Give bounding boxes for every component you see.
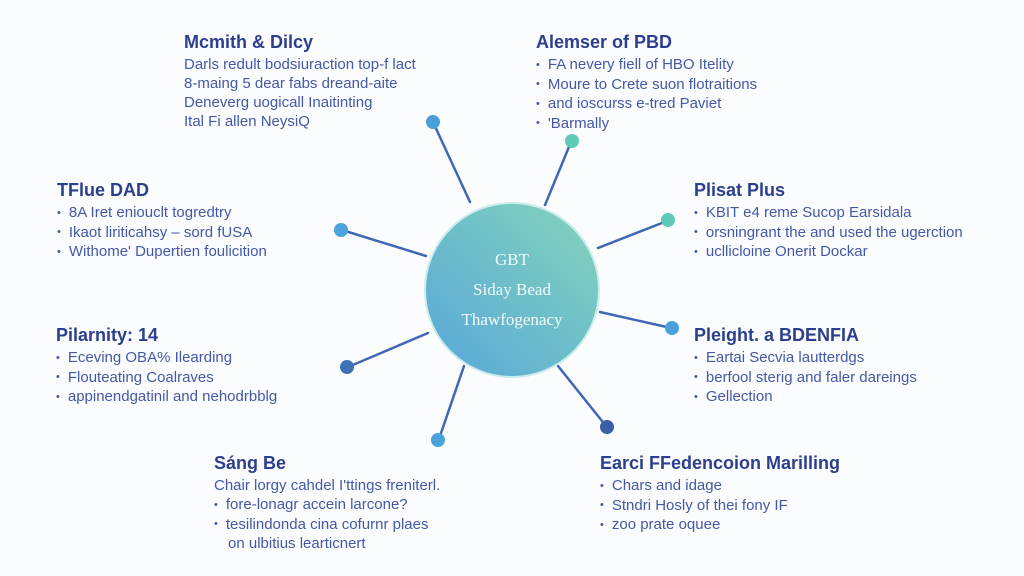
block-line: zoo prate oquee bbox=[600, 515, 840, 535]
node-dot bbox=[665, 321, 679, 335]
block-upper-right: Plisat Plus KBIT e4 reme Sucop Earsidala… bbox=[694, 178, 963, 262]
block-line: Withome' Dupertien foulicition bbox=[57, 242, 267, 262]
block-line: Darls redult bodsiuraction top-f lact bbox=[184, 56, 416, 73]
connector-lower-left bbox=[346, 331, 430, 369]
block-line: FA nevery fiell of HBO Itelity bbox=[536, 55, 757, 75]
block-line: Gellection bbox=[694, 387, 917, 407]
block-title: Pilarnity: 14 bbox=[56, 325, 159, 345]
block-title: Pleight. a BDENFIA bbox=[694, 325, 860, 345]
block-title: TFlue DAD bbox=[57, 180, 149, 200]
block-line: berfool sterig and faler dareings bbox=[694, 368, 917, 388]
block-line: KBIT e4 reme Sucop Earsidala bbox=[694, 203, 963, 223]
block-line: orsningrant the and used the ugerction bbox=[694, 223, 963, 243]
block-title: Earci FFedencoion Marilling bbox=[600, 453, 841, 473]
block-line: appinendgatinil and nehodrbblg bbox=[56, 387, 277, 407]
block-upper-left: TFlue DAD 8A Iret eniouclt togredtry Ika… bbox=[57, 178, 267, 262]
connector-top-left bbox=[431, 120, 472, 204]
block-bottom-left: Sáng Be Chair lorgy cahdel I'ttings fre… bbox=[214, 451, 440, 554]
node-dot bbox=[334, 223, 348, 237]
block-line: 8A Iret eniouclt togredtry bbox=[57, 203, 267, 223]
block-title: Sáng Be bbox=[214, 453, 287, 473]
hub-line: Thawfogenacy bbox=[461, 310, 563, 329]
block-line: Flouteating Coalraves bbox=[56, 368, 277, 388]
node-dot bbox=[600, 420, 614, 434]
connector-bottom-left bbox=[437, 364, 466, 441]
node-dot bbox=[340, 360, 354, 374]
block-intro: Chair lorgy cahdel I'ttings freniterl. bbox=[214, 477, 441, 494]
block-line: Deneverg uogicall Inaitinting bbox=[184, 94, 373, 111]
node-dot bbox=[431, 433, 445, 447]
block-top-left: Mcmith & Dilcy Darls redult bodsiuractio… bbox=[184, 30, 416, 131]
block-line: Moure to Crete suon flotraitions bbox=[536, 75, 757, 95]
node-dot bbox=[426, 115, 440, 129]
connector-upper-left bbox=[340, 228, 428, 258]
connector-lower-right bbox=[598, 310, 673, 330]
central-hub: GBT Siday Bead Thawfogenacy bbox=[424, 202, 600, 378]
block-line: Chars and idage bbox=[600, 476, 840, 496]
block-top-right: Alemser of PBD FA nevery fiell of HBO It… bbox=[536, 30, 757, 133]
block-line: Ikaot liriticahsy – sord fUSA bbox=[57, 223, 267, 243]
block-lower-left: Pilarnity: 14 Eceving OBA% Ilearding Flo… bbox=[56, 323, 277, 407]
connector-bottom-right bbox=[556, 364, 608, 428]
block-bottom-right: Earci FFedencoion Marilling Chars and id… bbox=[600, 451, 840, 535]
block-title: Mcmith & Dilcy bbox=[184, 32, 314, 52]
node-dot bbox=[565, 134, 579, 148]
block-line: Ital Fi allen NeysiQ bbox=[184, 113, 310, 130]
connector-upper-right bbox=[596, 219, 669, 250]
hub-line: Siday Bead bbox=[473, 280, 551, 299]
block-line: 8-maing 5 dear fabs dreand-aite bbox=[184, 75, 398, 92]
block-lower-right: Pleight. a BDENFIA Eartai Secvia lautter… bbox=[694, 323, 917, 407]
block-line: ucllicloine Onerit Dockar bbox=[694, 242, 963, 262]
block-title: Plisat Plus bbox=[694, 180, 786, 200]
node-dot bbox=[661, 213, 675, 227]
connector-top-right bbox=[543, 140, 573, 207]
block-line: and ioscurss e-tred Paviet bbox=[536, 94, 757, 114]
block-line: Eceving OBA% Ilearding bbox=[56, 348, 277, 368]
block-line: 'Barmally bbox=[536, 114, 757, 134]
block-line: Stndri Hosly of thei fony IF bbox=[600, 496, 840, 516]
block-line: Eartai Secvia lautterdgs bbox=[694, 348, 917, 368]
block-line: on ulbitius learticnert bbox=[228, 535, 366, 553]
block-line: fore-lonagr accein larcone? bbox=[214, 495, 440, 515]
hub-line: GBT bbox=[495, 250, 529, 269]
block-title: Alemser of PBD bbox=[536, 32, 673, 52]
block-line: tesilindonda cina cofurnr plaes bbox=[214, 515, 440, 535]
